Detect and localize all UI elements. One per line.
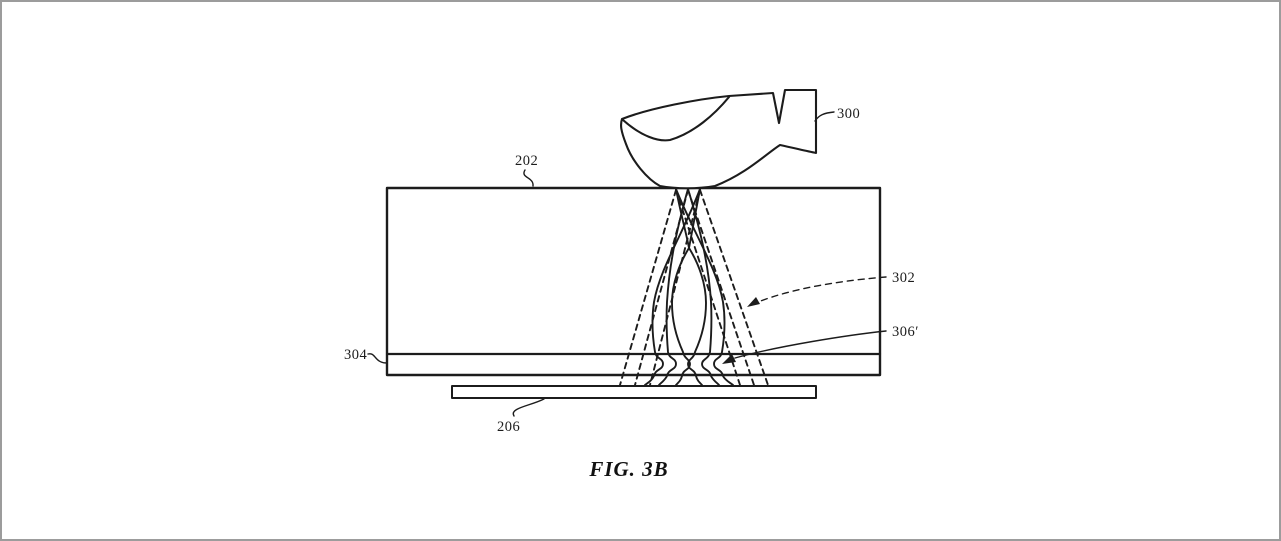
ref-label-306: 306′: [892, 324, 919, 340]
refracted-ray: [687, 188, 720, 386]
fingernail-line: [621, 95, 731, 142]
refracted-ray: [675, 188, 734, 386]
refracted-ray: [658, 188, 689, 386]
ref-label-300: 300: [837, 106, 860, 122]
finger-outline: [620, 88, 818, 190]
dashed-ray: [619, 189, 677, 386]
finger-body: [620, 88, 818, 190]
ref-label-304: 304: [344, 347, 368, 363]
refracted-ray: [644, 188, 701, 386]
leader-202: [523, 169, 534, 187]
leader-302-dashed: [757, 276, 887, 303]
refracted-ray: [675, 188, 707, 386]
touch-panel-rect: [385, 186, 882, 377]
ref-label-302: 302: [892, 270, 915, 286]
leader-306: [734, 330, 887, 359]
ref-label-206: 206: [497, 419, 520, 435]
leader-206: [512, 398, 545, 417]
figure-caption: FIG. 3B: [588, 457, 668, 481]
leader-304: [367, 353, 388, 364]
dashed-ray: [687, 189, 755, 386]
substrate-bar: [451, 385, 817, 399]
leader-lines: [367, 111, 887, 417]
leader-302-arrowhead: [747, 297, 760, 307]
leader-300: [814, 111, 835, 122]
leader-306-arrowhead: [722, 354, 736, 364]
ref-label-202: 202: [515, 153, 538, 169]
refracted-rays-group: [644, 188, 734, 386]
